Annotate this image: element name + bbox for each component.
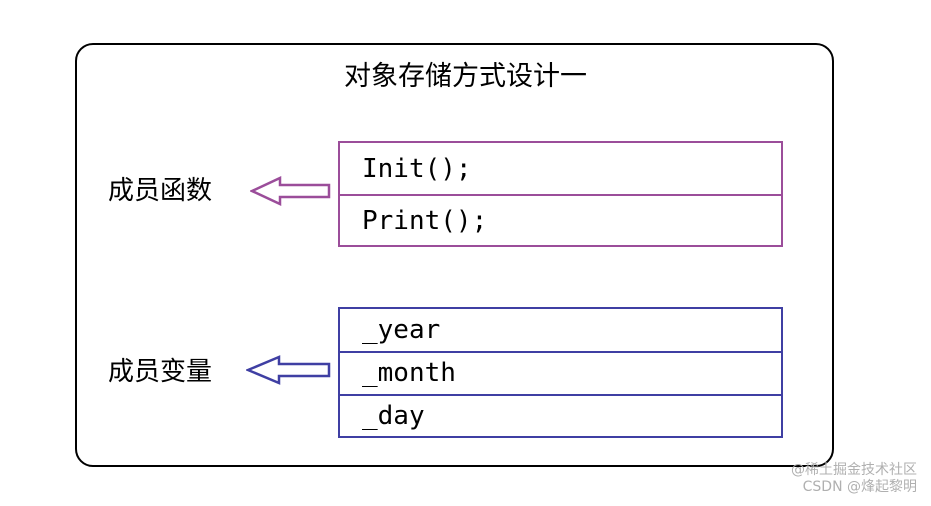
variable-day-row: _day bbox=[340, 393, 781, 436]
variable-arrow-icon bbox=[246, 355, 331, 385]
diagram-frame bbox=[75, 43, 834, 467]
watermark-line-2: CSDN @烽起黎明 bbox=[802, 479, 917, 495]
variable-group-label: 成员变量 bbox=[108, 357, 213, 387]
function-arrow-icon bbox=[250, 176, 331, 206]
member-variables-box: _year _month _day bbox=[338, 307, 783, 438]
function-init-row: Init(); bbox=[362, 153, 472, 184]
variable-month-row: _month bbox=[340, 351, 781, 393]
variable-year-row: _year bbox=[362, 315, 441, 346]
watermark-line-1: @稀土掘金技术社区 bbox=[791, 462, 917, 478]
member-functions-box: Init(); Print(); bbox=[338, 141, 783, 247]
diagram-title: 对象存储方式设计一 bbox=[344, 61, 587, 92]
function-print-row: Print(); bbox=[340, 194, 781, 245]
function-group-label: 成员函数 bbox=[108, 176, 213, 206]
watermark: @稀土掘金技术社区 CSDN @烽起黎明 bbox=[791, 462, 917, 496]
